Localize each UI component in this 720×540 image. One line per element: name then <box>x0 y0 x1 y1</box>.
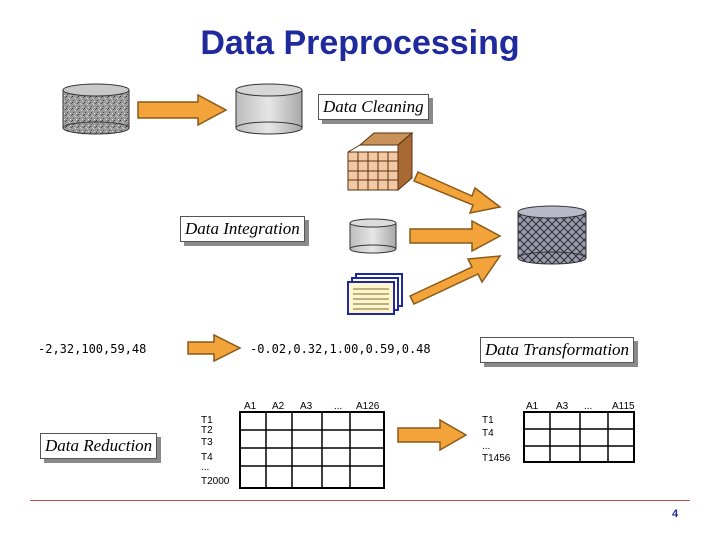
arrow-diagonal-up-icon <box>408 255 502 305</box>
table-column-header: ... <box>584 401 592 412</box>
arrow-diagonal-down-icon <box>413 171 502 215</box>
page-number: 4 <box>672 508 679 520</box>
table-row-header: T1 <box>482 415 494 426</box>
table-column-header: A126 <box>356 401 380 412</box>
table-row-header: T1 <box>201 415 213 426</box>
reduction-table-before <box>239 411 385 489</box>
small-database-icon <box>349 218 397 254</box>
table-column-header: ... <box>334 401 342 412</box>
reduction-table-after <box>523 411 635 463</box>
table-row-header: T2000 <box>201 476 230 487</box>
table-row-header: ... <box>482 441 490 452</box>
arrow-right-icon <box>409 219 502 253</box>
table-column-header: A2 <box>272 401 285 412</box>
table-row-header: T2 <box>201 425 213 436</box>
table-column-header: A1 <box>244 401 257 412</box>
data-reduction-label: Data Reduction <box>40 433 158 459</box>
integrated-database-icon <box>517 205 587 265</box>
slide-title: Data Preprocessing <box>200 24 520 62</box>
arrow-right-icon <box>137 93 228 127</box>
table-row-header: T4 <box>482 428 494 439</box>
arrow-right-icon <box>187 333 242 363</box>
document-stack-icon <box>347 273 403 315</box>
data-transformation-label: Data Transformation <box>480 337 635 363</box>
table-row-header: ... <box>201 462 209 473</box>
table-column-header: A115 <box>612 401 635 412</box>
dirty-database-icon <box>62 83 130 135</box>
table-row-header: T1456 <box>482 453 511 464</box>
table-column-header: A3 <box>300 401 313 412</box>
transformation-before-values: -2,32,100,59,48 <box>38 342 147 356</box>
data-integration-label: Data Integration <box>180 216 305 242</box>
table-row-header: T4 <box>201 452 213 463</box>
arrow-right-icon <box>397 418 468 452</box>
table-column-header: A3 <box>556 401 569 412</box>
clean-database-icon <box>235 83 303 135</box>
data-cube-icon <box>347 131 414 192</box>
transformation-after-values: -0.02,0.32,1.00,0.59,0.48 <box>250 342 431 356</box>
table-column-header: A1 <box>526 401 539 412</box>
table-row-header: T3 <box>201 437 213 448</box>
data-cleaning-label: Data Cleaning <box>318 94 429 120</box>
footer-divider <box>30 500 690 501</box>
